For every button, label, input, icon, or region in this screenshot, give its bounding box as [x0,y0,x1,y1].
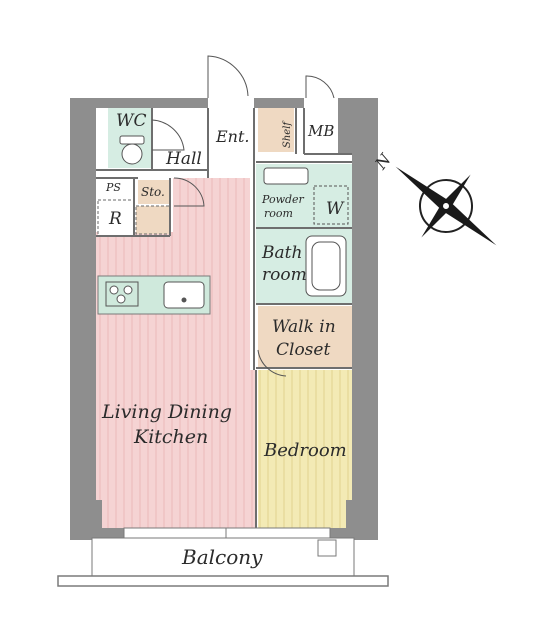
bath-room-label-1: Bath [261,243,302,263]
entry-door-left [207,55,249,98]
walk-in-closet-label-1: Walk in [272,317,336,337]
ac-unit [317,539,337,557]
refrigerator-space [97,199,135,237]
doors [151,55,335,377]
balcony [57,527,389,587]
hall-label: Hall [165,149,202,169]
balcony-railing [57,575,389,587]
bedroom-label: Bedroom [263,440,347,461]
wall-left [70,98,96,508]
walk-in-closet-floor [258,306,352,368]
living-dining-kitchen-floor [96,178,256,528]
wall-right [352,98,378,508]
stove [105,281,139,307]
bedroom-door [257,349,287,377]
balcony-label: Balcony [181,545,263,569]
hall-door [173,177,205,207]
storage-label: Sto. [141,185,165,199]
toilet-tank [119,135,145,145]
compass-needle-south [442,201,497,246]
mb-label: MB [307,122,334,140]
hall-floor [154,108,208,178]
burner-1 [109,285,119,295]
wc-label: WC [116,111,146,131]
compass [395,166,497,246]
living-dining-kitchen-label-2: Kitchen [133,426,208,448]
wall-top-left [70,98,208,108]
bathtub-inner [311,241,341,291]
mb-floor [304,108,338,150]
walk-in-closet-label-2: Closet [276,340,330,360]
storage-floor [138,180,170,204]
wc-door [151,119,185,151]
wall-bottom-left [96,528,124,538]
burner-2 [123,285,133,295]
wall-mb [338,98,352,154]
burner-3 [116,294,126,304]
window-sash-left [123,527,227,539]
fixtures [105,135,349,309]
compass-needle-north [395,166,450,211]
entrance-floor [208,108,254,162]
washbasin [263,167,309,185]
kitchen-sink [163,281,205,309]
room-labels: WC Hall Ent. Shelf MB PS Sto. R Powder r… [101,111,347,569]
bath-room-label-2: room [262,265,307,285]
living-dining-kitchen-label-1: Living Dining [101,401,232,423]
toilet-bowl [121,143,143,165]
shelf-label: Shelf [282,120,293,148]
pantry-space [135,205,171,235]
balcony-slab [91,537,355,577]
refrigerator-label: R [108,209,122,229]
entrance-label: Ent. [215,127,250,146]
powder-room-label-1: Powder [261,193,305,206]
ps-label: PS [105,181,121,194]
bedroom-floor [258,370,352,528]
wall-right-corner [346,500,378,540]
powder-room-label-2: room [264,207,293,220]
sink-drain [181,297,187,303]
window-sash-right [225,527,331,539]
washer-space [313,185,349,225]
compass-needle-east [442,174,471,210]
washer-label: W [326,199,345,219]
wall-bottom-right [330,528,350,538]
shelf-floor [258,108,294,152]
walls [70,98,378,540]
compass-needle-west [421,202,450,238]
partitions [96,108,352,528]
mb-door [305,75,335,99]
wall-top-mid [254,98,304,108]
